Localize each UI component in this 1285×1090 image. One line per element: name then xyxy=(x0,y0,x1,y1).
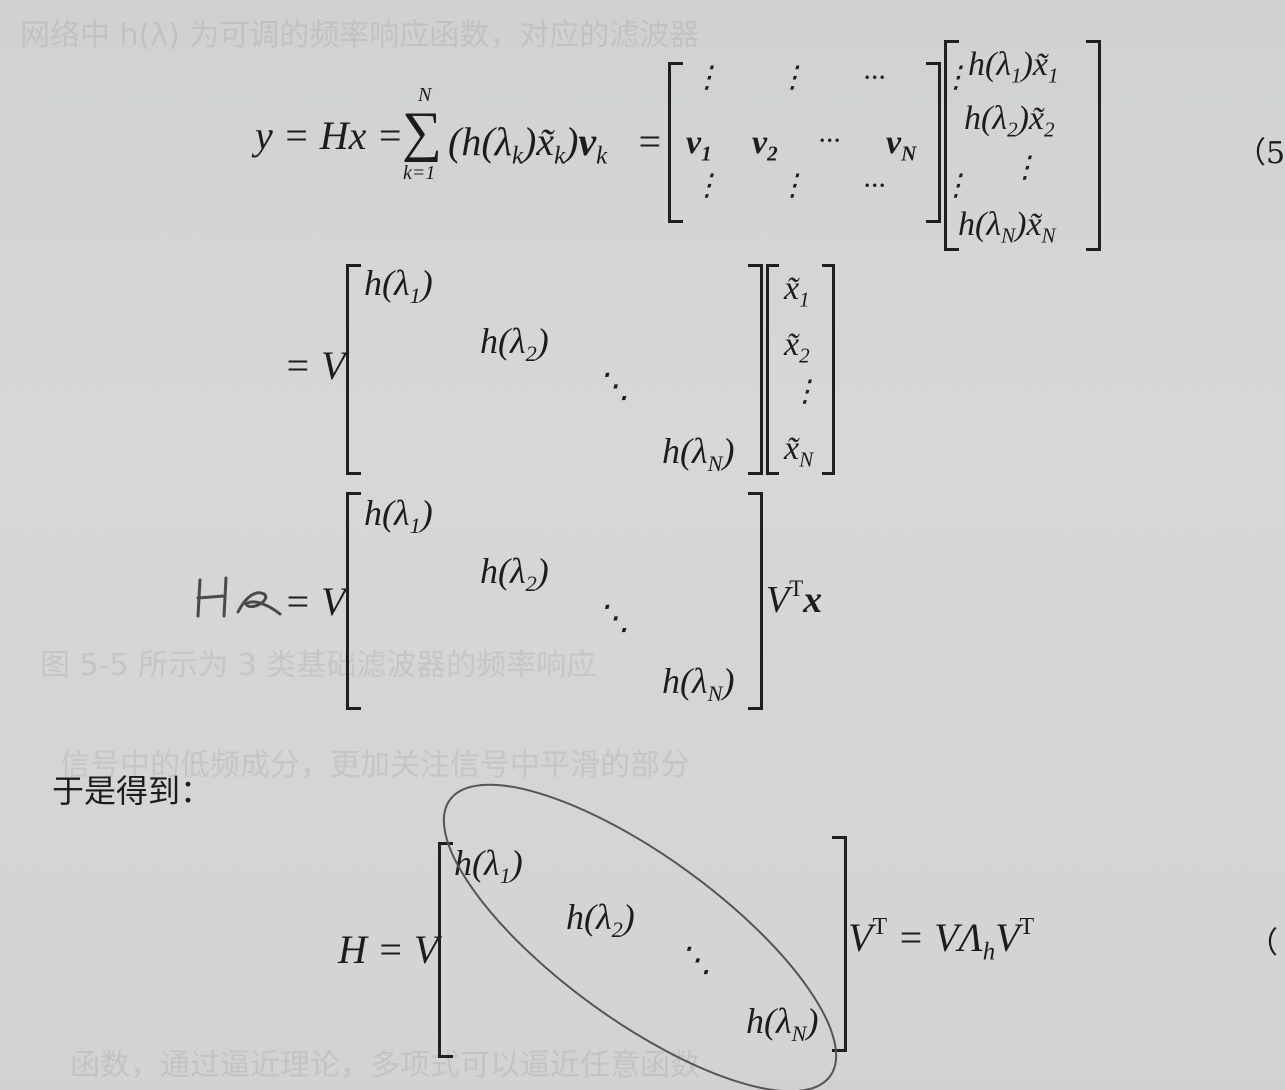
eq1-lhs: y = Hx = xyxy=(255,113,404,158)
eq1-matrix-row2: ··· xyxy=(818,124,841,157)
eq3-diag-entry: h(λN) xyxy=(662,661,735,706)
eq3-diag-entry: ⋱ xyxy=(596,600,630,637)
eq2-vector-right-bracket xyxy=(822,264,835,475)
eq1-matrix-row1: ⋮ ⋮ ··· ⋮ xyxy=(692,61,971,94)
eq2-diag-entry: h(λ2) xyxy=(480,321,549,366)
eq1-matrix-left-bracket xyxy=(668,62,683,223)
eq4-diag-entry: h(λ2) xyxy=(566,897,635,942)
eq1-matrix-right-bracket xyxy=(926,62,941,223)
show-through-text: 图 5-5 所示为 3 类基础滤波器的频率响应 xyxy=(40,648,597,683)
eq1-vector-right-bracket xyxy=(1086,40,1101,251)
eq1-number: （5 xyxy=(1236,136,1285,171)
eq1-vector-entry: h(λN)x̃N xyxy=(958,206,1056,248)
eq1-vector-entry: h(λ1)x̃1 xyxy=(968,46,1059,88)
eq2-matrix-left-bracket xyxy=(346,264,361,475)
eq4-number: （ xyxy=(1248,926,1278,961)
eq3-rhs: VTx xyxy=(766,576,823,621)
eq3-lhs: = V xyxy=(284,579,346,624)
eq2-diag-entry: h(λ1) xyxy=(364,263,433,308)
eq2-diag-entry: ⋱ xyxy=(596,368,630,405)
handwritten-ellipse xyxy=(442,783,838,1090)
eq1-matrix-row3: ⋮ ⋮ ··· ⋮ xyxy=(692,169,971,202)
eq2-diag-entry: h(λN) xyxy=(662,431,735,476)
text-line-yushi: 于是得到： xyxy=(52,772,213,810)
eq1-sum-body: (h(λk)x̃k)vk xyxy=(448,119,608,170)
eq1-vector-left-bracket xyxy=(944,40,959,251)
eq1-sum-upper: N xyxy=(418,84,432,106)
eq2-matrix-right-bracket xyxy=(748,264,763,475)
eq4-rhs: VT = VΛhVT xyxy=(848,914,1035,966)
eq1-vector-entry: ⋮ xyxy=(1010,151,1040,184)
eq2-vector-entry: x̃N xyxy=(784,430,814,472)
eq4-lhs: H = V xyxy=(338,927,439,972)
eq2-lhs: = V xyxy=(284,343,346,388)
eq2-vector-left-bracket xyxy=(766,264,779,475)
eq1-sum-symbol: ∑ xyxy=(402,101,442,163)
eq1-matrix-row2: vN xyxy=(886,124,917,166)
eq4-matrix-right-bracket xyxy=(832,836,847,1052)
eq3-diag-entry: h(λ2) xyxy=(480,551,549,596)
eq2-vector-entry: ⋮ xyxy=(790,375,820,408)
eq1-sum-lower: k=1 xyxy=(403,162,436,184)
eq4-diag-entry: h(λN) xyxy=(746,1001,819,1046)
eq1-vector-entry: h(λ2)x̃2 xyxy=(964,100,1055,142)
eq3-matrix-right-bracket xyxy=(748,492,763,710)
eq3-matrix-left-bracket xyxy=(346,492,361,710)
eq4-diag-entry: h(λ1) xyxy=(454,843,523,888)
eq1-equals: = xyxy=(636,119,663,164)
eq2-vector-entry: x̃1 xyxy=(784,270,810,312)
eq3-diag-entry: h(λ1) xyxy=(364,493,433,538)
eq2-vector-entry: x̃2 xyxy=(784,326,810,368)
show-through-text: 网络中 h(λ) 为可调的频率响应函数，对应的滤波器 xyxy=(20,18,700,53)
handwritten-hx xyxy=(196,576,282,618)
show-through-text: 信号中的低频成分，更加关注信号中平滑的部分 xyxy=(60,748,690,783)
eq1-matrix-row2: v2 xyxy=(752,124,778,166)
eq1-matrix-row2: v1 xyxy=(686,124,712,166)
show-through-text: 函数，通过逼近理论，多项式可以逼近任意函数 xyxy=(70,1048,700,1083)
eq4-diag-entry: ⋱ xyxy=(678,942,712,979)
eq4-matrix-left-bracket xyxy=(438,842,453,1058)
